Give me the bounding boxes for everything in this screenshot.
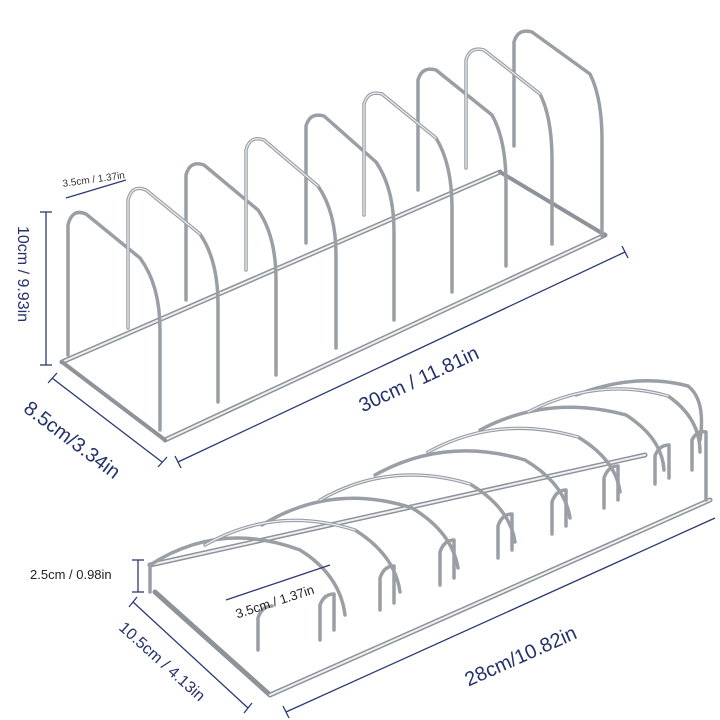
upright-height-label: 10cm / 9.93in	[14, 226, 31, 323]
flat-rack	[147, 378, 713, 698]
upright-divider	[66, 210, 162, 432]
flat-height-label: 2.5cm / 0.98in	[30, 567, 112, 582]
upright-dimension-lines	[40, 179, 629, 469]
upright-rack	[59, 29, 608, 443]
flat-dimension-lines	[128, 517, 716, 719]
